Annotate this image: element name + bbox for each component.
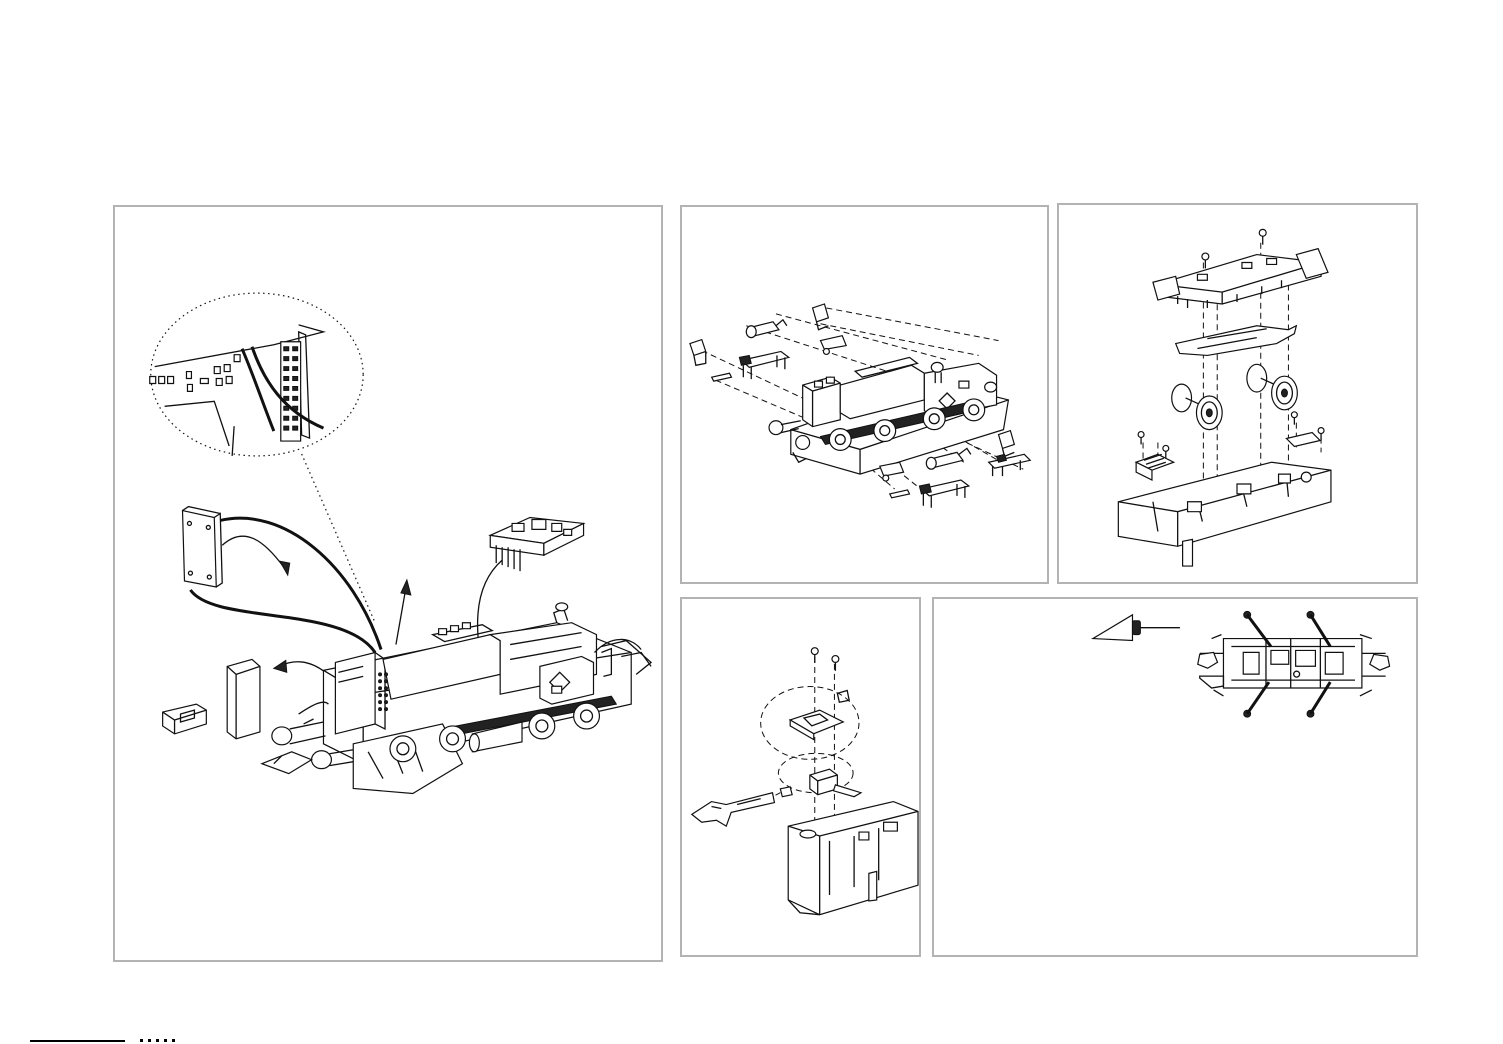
top-frame [1153, 249, 1328, 308]
light-board-right [919, 480, 968, 508]
bottom-plate [1286, 433, 1320, 447]
small-board-bottom [880, 462, 904, 481]
cover-block [227, 659, 260, 738]
oil-can-icon [1093, 615, 1180, 641]
loco-body-center [769, 357, 1008, 474]
decoder-icon [490, 517, 583, 571]
light-board-far-right [989, 454, 1031, 476]
lighting-assembly-illustration [682, 207, 1047, 582]
panel-wheelset-frame-assembly [1057, 203, 1418, 584]
wire-strip [712, 373, 732, 381]
panel-decoder-installation [113, 205, 663, 962]
lubrication-points-illustration [934, 599, 1416, 955]
board-components [150, 355, 240, 392]
spring-clip [837, 690, 849, 702]
lamp-bracket-left [690, 340, 706, 366]
arrow-icon [222, 536, 284, 567]
chassis-end [788, 802, 918, 915]
chassis-top-view [1198, 635, 1390, 696]
small-board-top [820, 336, 846, 355]
gear-cover [1136, 454, 1174, 480]
spacer [780, 787, 792, 797]
light-board-left [739, 351, 788, 379]
panel-lubrication-points [932, 597, 1418, 957]
coupler-assembly-illustration [682, 599, 919, 955]
panel-lighting-boards-assembly [680, 205, 1049, 584]
lamp-bracket-right [999, 431, 1015, 457]
wheelset-icon [1172, 364, 1298, 429]
locomotive-chassis [262, 603, 651, 794]
footer-mark [140, 1039, 180, 1042]
magnified-socket-detail [150, 293, 363, 456]
lamp-cap-top [813, 304, 829, 330]
contact-plate [1176, 326, 1297, 356]
clip-part [163, 704, 207, 734]
speaker-module [183, 507, 223, 587]
footer-rule [30, 1040, 125, 1042]
decoder-installation-illustration [115, 207, 661, 960]
lamp-housing-left [746, 320, 787, 338]
panel-coupler-assembly [680, 597, 921, 957]
coupler-plate [790, 710, 843, 740]
coupler-hook [692, 793, 775, 826]
wire-strip-lower [890, 490, 910, 498]
wheelset-frame-illustration [1059, 205, 1416, 582]
